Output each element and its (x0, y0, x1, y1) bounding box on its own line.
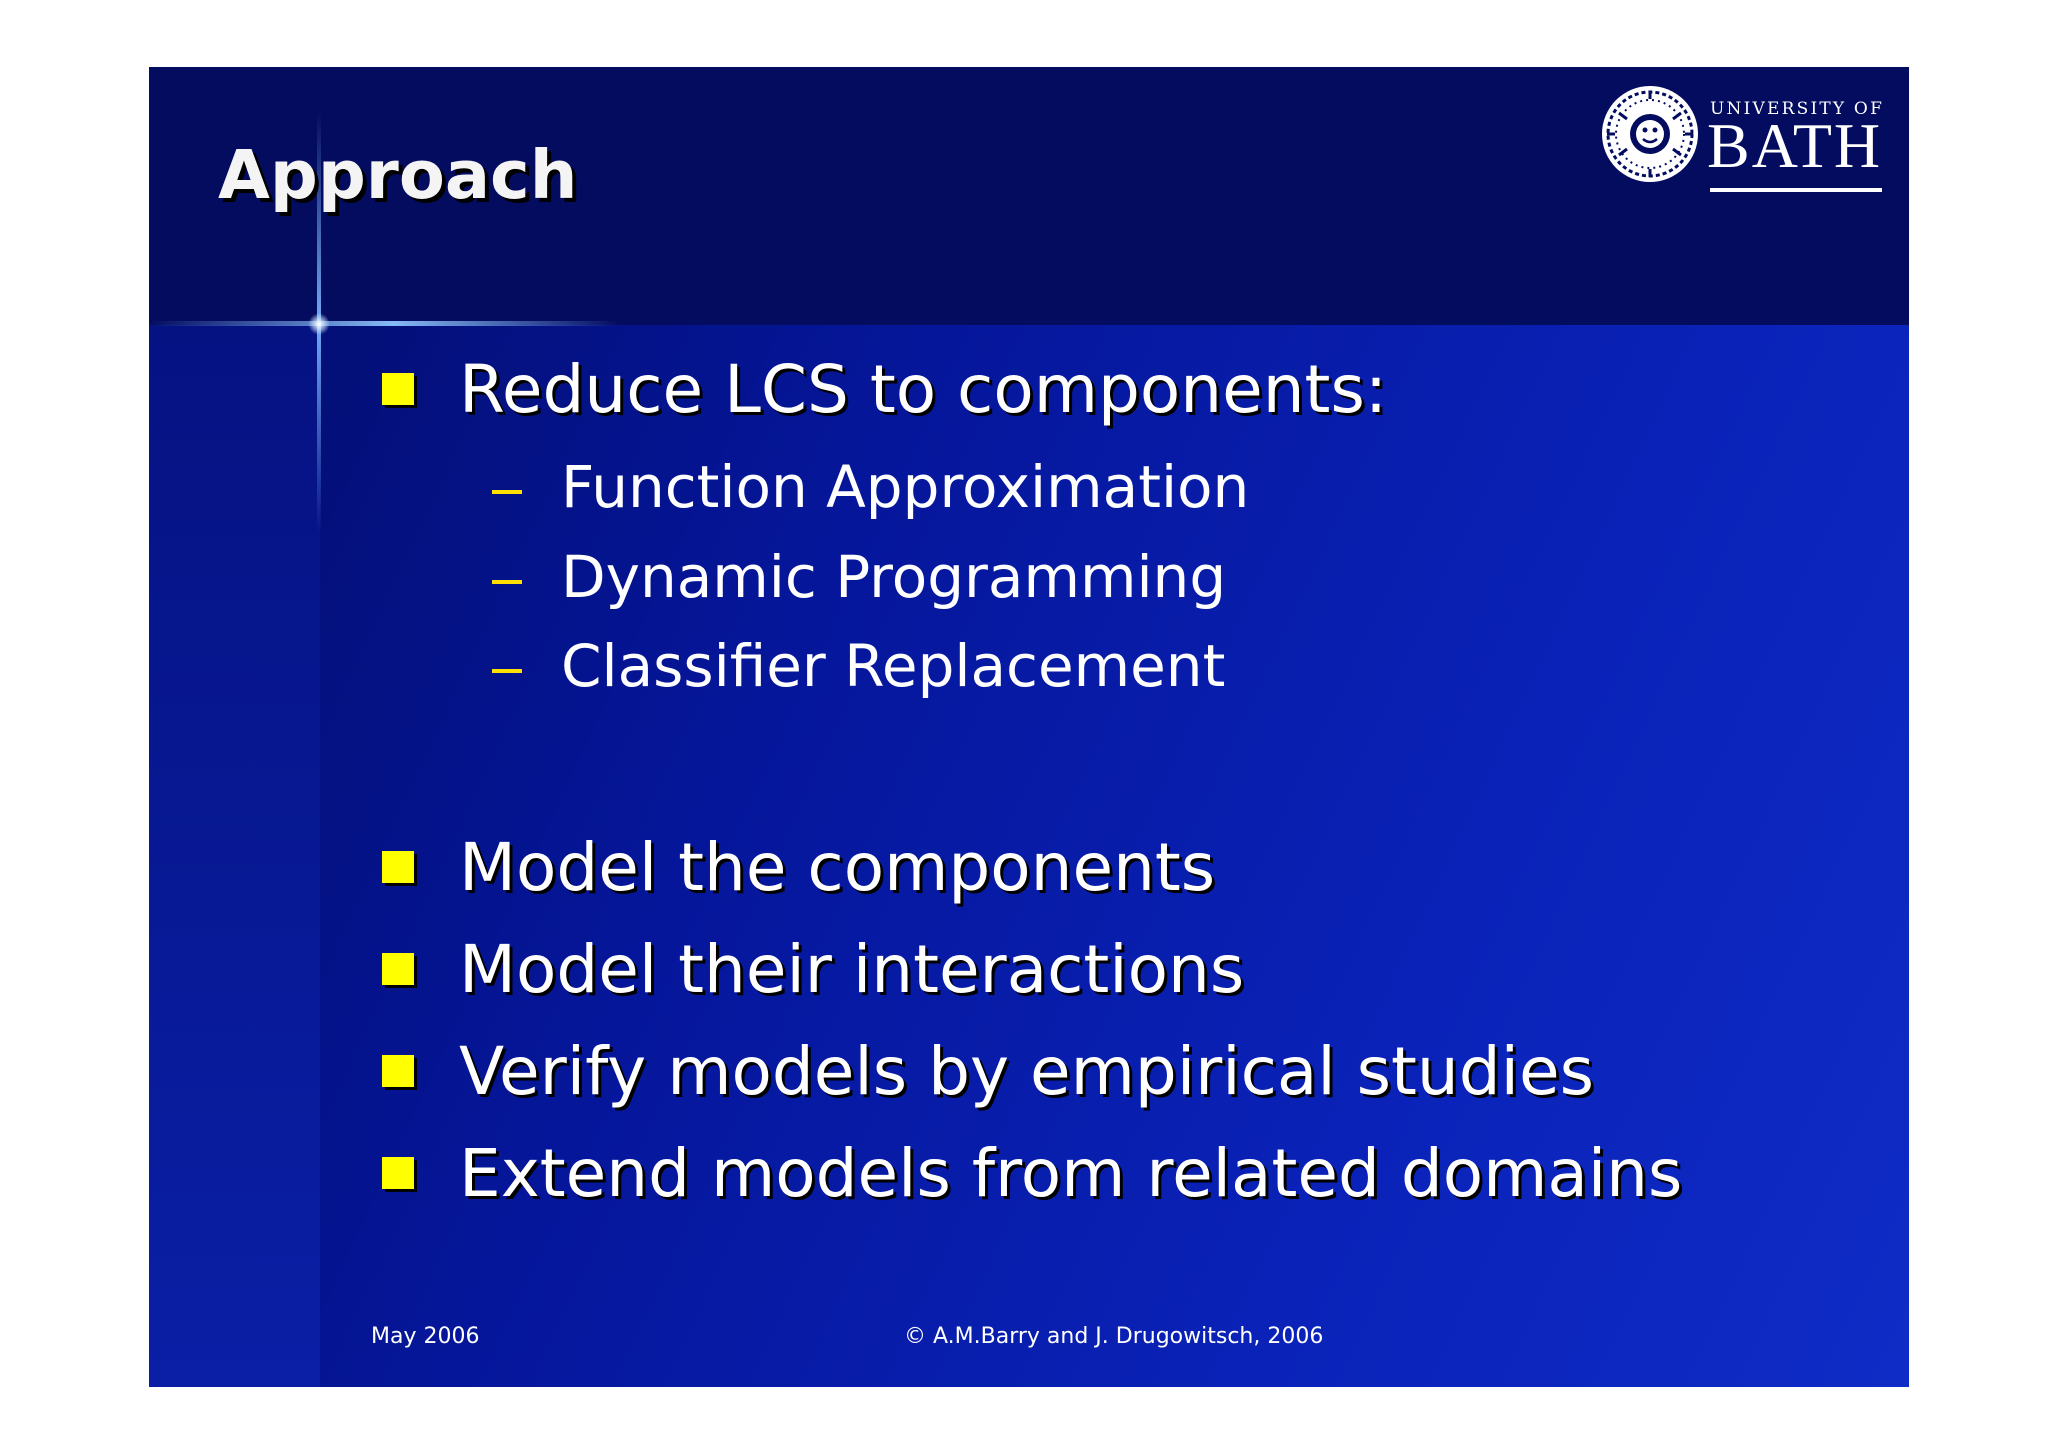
bullet-text: Reduce LCS to components: (459, 351, 1388, 428)
logo-university-text: UNIVERSITY OF (1710, 99, 1885, 119)
footer-date: May 2006 (371, 1324, 480, 1349)
logo-bath-text: BATH (1707, 110, 1883, 181)
sub-bullet-dash-icon (492, 669, 522, 673)
bullet-text: Model the components (459, 829, 1216, 906)
sub-bullet-text: Function Approximation (561, 453, 1250, 521)
logo-underline (1710, 188, 1882, 192)
sub-bullet-text: Dynamic Programming (561, 543, 1227, 611)
bullet-text: Extend models from related domains (459, 1135, 1683, 1212)
sub-bullet-dash-icon (492, 490, 522, 494)
bullet-marker-icon (382, 1157, 414, 1189)
footer-copyright: © A.M.Barry and J. Drugowitsch, 2006 (904, 1324, 1324, 1349)
university-seal-icon (1602, 86, 1698, 182)
sub-bullet-dash-icon (492, 580, 522, 584)
university-logo: UNIVERSITY OF BATH (1599, 81, 1889, 192)
bullet-marker-icon (382, 953, 414, 985)
bullet-marker-icon (382, 1055, 414, 1087)
slide-title: Approach (218, 136, 578, 214)
decor-horizontal-line (149, 321, 619, 326)
bullet-marker-icon (382, 851, 414, 883)
bullet-text: Model their interactions (459, 931, 1245, 1008)
decor-sparkle (308, 313, 330, 335)
bullet-text: Verify models by empirical studies (459, 1033, 1594, 1110)
sub-bullet-text: Classifier Replacement (561, 632, 1226, 700)
left-decor-strip (149, 325, 320, 1387)
bullet-marker-icon (382, 373, 414, 405)
slide: UNIVERSITY OF BATH (149, 67, 1909, 1387)
